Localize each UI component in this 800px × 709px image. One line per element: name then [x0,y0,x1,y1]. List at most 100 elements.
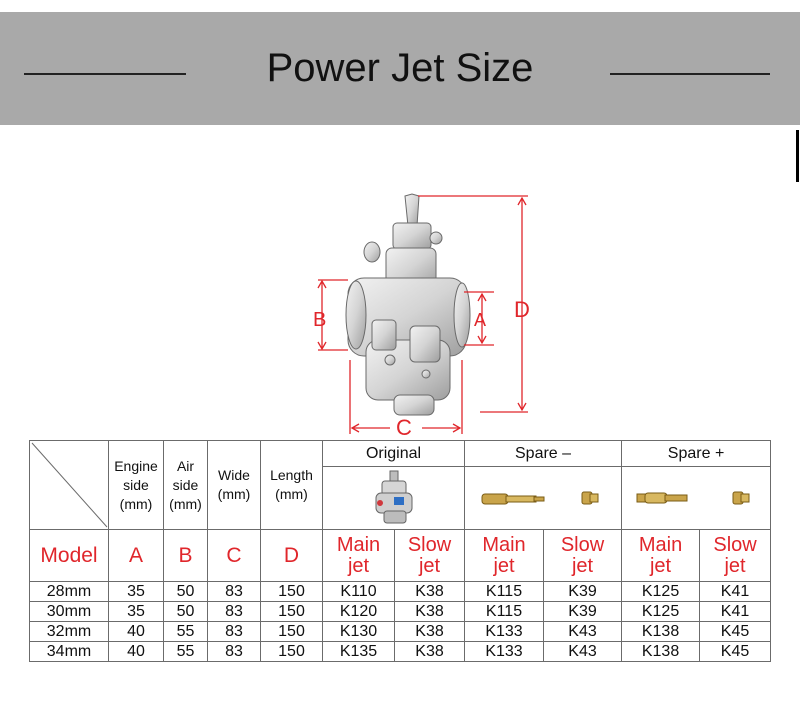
letter-b: B [163,529,208,582]
table-cell: K133 [464,621,545,642]
title-banner: Power Jet Size [0,12,800,125]
table-cell: K41 [699,581,772,602]
corner-cell [29,440,109,530]
air-side-header: Air side (mm) [163,440,208,530]
table-cell: 83 [207,621,261,642]
table-cell: 83 [207,641,261,662]
table-cell: 83 [207,601,261,622]
table-cell: 35 [108,601,164,622]
table-cell: K115 [464,581,545,602]
table-cell: 150 [260,601,323,622]
brass-jets-image [636,491,750,505]
jet-label-text: Slow [713,533,757,556]
table-cell: 35 [108,581,164,602]
banner-rule-right [610,73,770,75]
table-cell: 83 [207,581,261,602]
table-cell: K110 [322,581,395,602]
top-white-strip [0,0,800,12]
header-text: Air [176,457,195,474]
table-cell: K39 [543,581,623,602]
table-cell: K125 [621,601,701,622]
page-title: Power Jet Size [266,46,534,90]
letter-a: A [108,529,164,582]
jet-label-text: Slow [407,533,452,556]
table-cell: K39 [543,601,623,622]
spare-plus-group-header: Spare + [621,439,772,468]
table-row: 30mm 35 50 83 150 K120 K38 K115 K39 K125… [29,601,772,622]
header-text: (mm) [217,486,251,502]
group-header-row: Engine side (mm) Air side (mm) Wide (mm)… [29,439,772,530]
table-cell: K45 [699,621,772,642]
table-cell: K133 [464,641,545,662]
corner-diagonal [31,442,108,528]
mini-carburetor-image [375,470,412,524]
table-cell: 50 [163,601,208,622]
header-text: (mm) [119,495,153,512]
table-cell: K138 [621,621,701,642]
table-cell: K115 [464,601,545,622]
table-cell: K38 [393,621,466,642]
jet-size-table: Engine side (mm) Air side (mm) Wide (mm)… [29,439,772,662]
table-cell: 40 [108,641,164,662]
table-cell: K43 [543,621,623,642]
table-cell: K41 [699,601,772,622]
original-group-header: Original [321,439,466,468]
jet-label-text: jet [418,554,441,577]
model-label: Model [29,529,109,582]
carburetor-diagram: B A D C [300,190,550,435]
length-header: Length (mm) [260,440,323,530]
brass-jets-image [481,491,599,505]
table-cell: K38 [393,641,466,662]
carburetor-body [345,193,471,416]
dimension-c-label: C [396,415,412,435]
spare-plus-jets-image-cell [621,466,772,530]
jet-label-text: Slow [560,533,605,556]
table-cell: K138 [621,641,701,662]
jet-label-text: Main [638,533,683,556]
header-text: (mm) [169,495,202,512]
wide-header: Wide (mm) [207,440,261,530]
table-cell: 50 [163,581,208,602]
table-cell: 40 [108,621,164,642]
table-cell: 34mm [29,641,109,662]
jet-label-text: Main [482,533,526,556]
table-row: 32mm 40 55 83 150 K130 K38 K133 K43 K138… [29,621,772,642]
table-cell: K38 [393,581,466,602]
original-carburetor-image-cell [321,466,466,530]
dimension-lines [317,195,528,434]
jet-label-text: jet [649,554,672,577]
table-cell: K38 [393,601,466,622]
table-cell: K45 [699,641,772,662]
header-text: (mm) [275,486,308,502]
image-row [30,466,772,530]
dimension-d-label: D [514,297,530,322]
table-cell: K43 [543,641,623,662]
table-cell: K135 [322,641,395,662]
header-text: Engine [114,457,158,474]
letter-c: C [207,529,261,582]
jet-label-text: jet [724,554,746,577]
spare-minus-group-header: Spare – [464,439,623,468]
jet-label-text: Main [336,533,381,556]
engine-side-header: Engine side (mm) [108,440,164,530]
jet-label-text: jet [347,554,370,577]
table-cell: 30mm [29,601,109,622]
table-cell: K120 [322,601,395,622]
table-cell: K130 [322,621,395,642]
table-cell: 150 [260,581,323,602]
table-cell: 150 [260,641,323,662]
header-text: Length [270,467,313,483]
table-cell: 55 [163,621,208,642]
edge-marker [796,130,799,182]
header-text: side [172,476,199,493]
carburetor-drawing: B A D C [313,193,530,435]
header-text: Wide [218,467,250,483]
table-cell: 32mm [29,621,109,642]
header-text: side [123,476,149,493]
